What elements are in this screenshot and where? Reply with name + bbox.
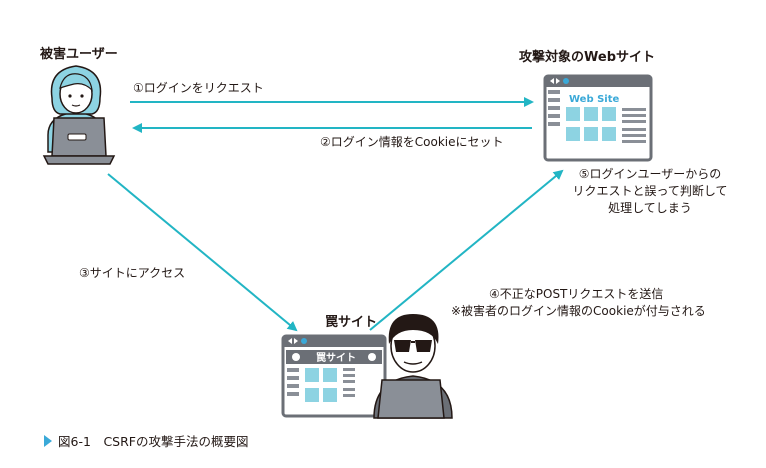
step1-label: ①ログインをリクエスト xyxy=(133,81,264,95)
arrow-forged-post xyxy=(369,169,564,331)
step5-line2: リクエストと誤って判断して xyxy=(572,184,728,198)
victim-user-label: 被害ユーザー xyxy=(40,47,118,62)
arrow-visit-trap xyxy=(107,173,298,332)
trap-site-banner: 罠サイト xyxy=(316,353,356,364)
trap-site-browser-icon xyxy=(281,334,387,418)
step5-line3: 処理してしまう xyxy=(608,201,692,215)
figure-title: CSRFの攻撃手法の概要図 xyxy=(103,434,249,449)
caption-triangle-icon xyxy=(44,435,52,447)
attacker-laptop-icon xyxy=(377,379,445,419)
figure-caption: 図6-1 CSRFの攻撃手法の概要図 xyxy=(44,431,248,450)
figure-number: 図6-1 xyxy=(58,434,91,449)
web-site-banner: Web Site xyxy=(569,94,620,105)
step3-label: ③サイトにアクセス xyxy=(79,266,186,280)
target-site-label: 攻撃対象のWebサイト xyxy=(519,50,655,65)
victim-laptop-icon xyxy=(42,117,116,165)
step4-label: ④不正なPOSTリクエストを送信 xyxy=(489,287,664,301)
step5-line1: ⑤ログインユーザーからの xyxy=(578,167,722,181)
step2-label: ②ログイン情報をCookieにセット xyxy=(320,135,504,149)
trap-site-label: 罠サイト xyxy=(325,315,378,330)
target-site-browser-icon xyxy=(543,74,653,162)
step4-note: ※被害者のログイン情報のCookieが付与される xyxy=(451,304,706,318)
